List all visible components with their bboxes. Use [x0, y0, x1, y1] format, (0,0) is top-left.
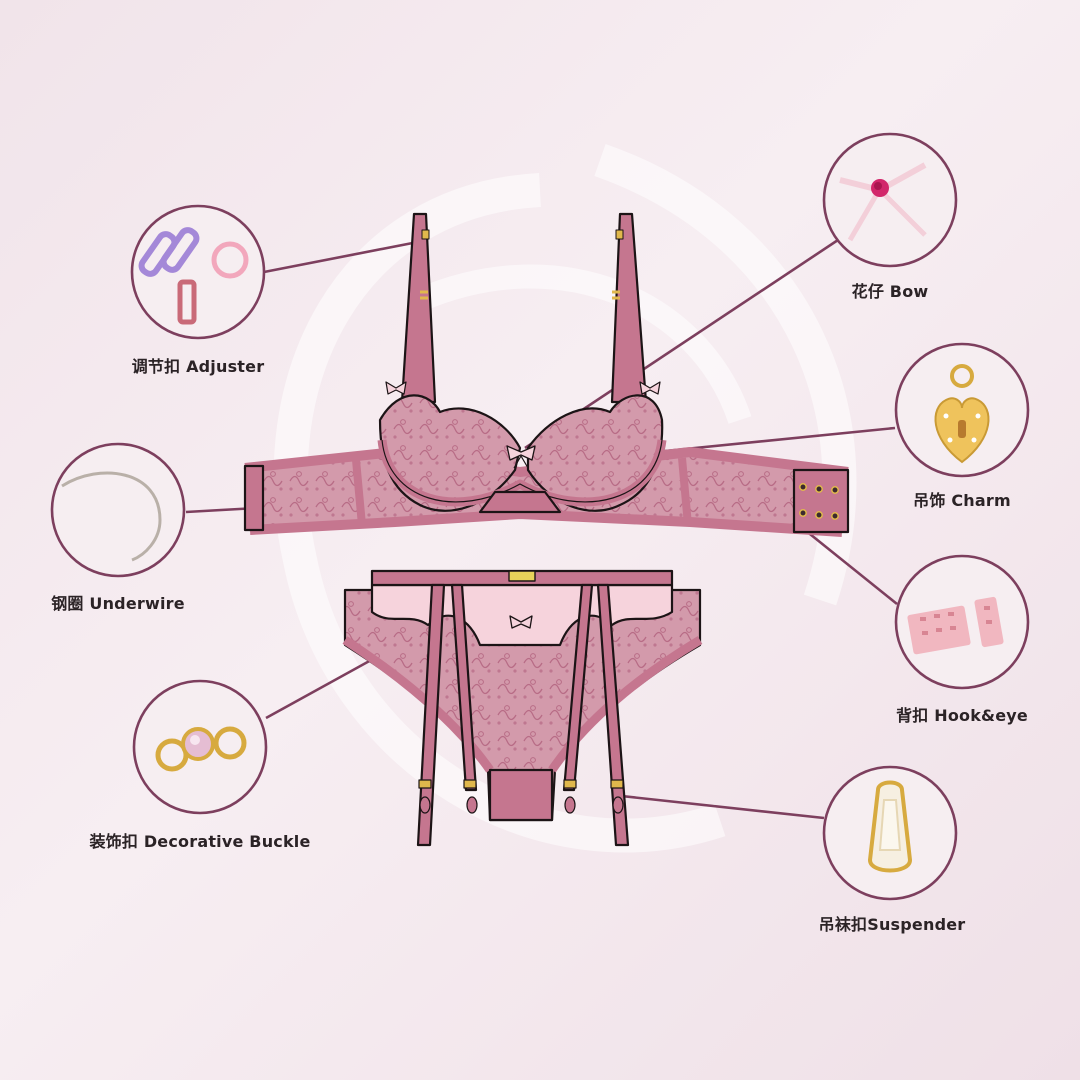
- brief-gusset: [488, 768, 554, 822]
- component-decorative-buckle: [132, 679, 268, 815]
- bra-hook-panel: [792, 468, 850, 534]
- brief-center-bow: [509, 615, 533, 629]
- rose-bow-icon: [839, 162, 927, 242]
- bra-center-bow: [506, 445, 536, 461]
- leader-suspender: [611, 793, 825, 820]
- center-gore: [478, 490, 562, 514]
- component-hook-eye: [894, 554, 1030, 690]
- decorative-buckle-on-band: [508, 570, 536, 582]
- bra-side-panel-left: [243, 464, 265, 532]
- left-cup: [378, 394, 522, 512]
- label-suspender: 吊袜扣Suspender: [818, 915, 966, 934]
- component-adjuster: [130, 204, 266, 340]
- brief-front-panel: [370, 583, 674, 647]
- label-adjuster: 调节扣 Adjuster: [131, 357, 265, 376]
- component-suspender: [822, 765, 958, 901]
- leader-adjuster: [263, 238, 429, 274]
- label-decorative-buckle: 装饰扣 Decorative Buckle: [89, 832, 311, 851]
- component-bow: [822, 132, 958, 268]
- suspender-clip-icon: [867, 780, 913, 873]
- left-strap: [400, 212, 437, 404]
- brief-illustration: [342, 569, 703, 847]
- label-underwire: 钢圈 Underwire: [51, 594, 185, 613]
- bra-illustration: [243, 212, 850, 537]
- underwire-icon: [61, 471, 162, 562]
- suspender-clips: [418, 779, 624, 814]
- adjuster-rings-icon: [138, 227, 249, 325]
- heart-lock-charm-icon: [934, 364, 990, 464]
- component-charm: [894, 342, 1030, 478]
- label-hook-eye: 背扣 Hook&eye: [896, 706, 1028, 725]
- label-charm: 吊饰 Charm: [913, 491, 1011, 510]
- component-underwire: [50, 442, 186, 578]
- right-cup: [526, 394, 664, 512]
- gem-buckle-icon: [155, 726, 247, 772]
- label-bow: 花仔 Bow: [851, 282, 929, 301]
- hook-eye-tape-icon: [907, 596, 1004, 655]
